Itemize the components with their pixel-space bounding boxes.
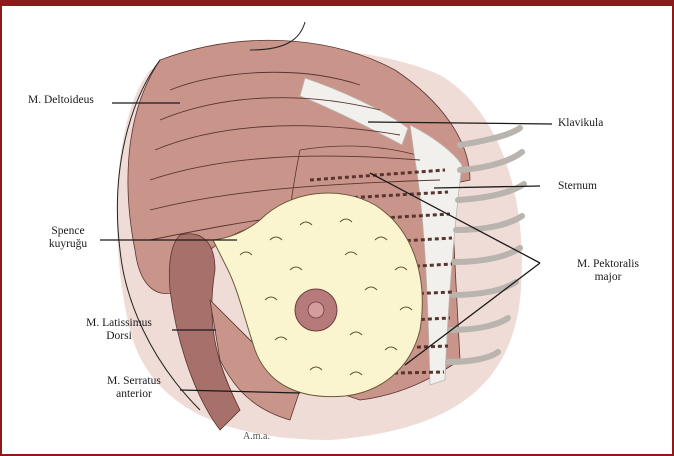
label-pektoralis-line2: major <box>560 271 656 284</box>
label-spence: Spence kuyruğu <box>36 225 100 251</box>
label-pektoralis-line1: M. Pektoralis <box>560 258 656 271</box>
label-latissimus: M. Latissimus Dorsi <box>66 317 172 343</box>
label-deltoideus: M. Deltoideus <box>28 94 94 107</box>
label-latissimus-line2: Dorsi <box>66 330 172 343</box>
label-spence-line1: Spence <box>36 225 100 238</box>
label-sternum: Sternum <box>558 180 597 193</box>
label-spence-line2: kuyruğu <box>36 238 100 251</box>
nipple <box>308 302 324 318</box>
artist-signature: A.m.a. <box>243 430 270 443</box>
label-latissimus-line1: M. Latissimus <box>66 317 172 330</box>
label-pektoralis: M. Pektoralis major <box>560 258 656 284</box>
label-klavikula: Klavikula <box>558 117 603 130</box>
label-serratus-line2: anterior <box>88 388 180 401</box>
label-serratus: M. Serratus anterior <box>88 375 180 401</box>
label-serratus-line1: M. Serratus <box>88 375 180 388</box>
